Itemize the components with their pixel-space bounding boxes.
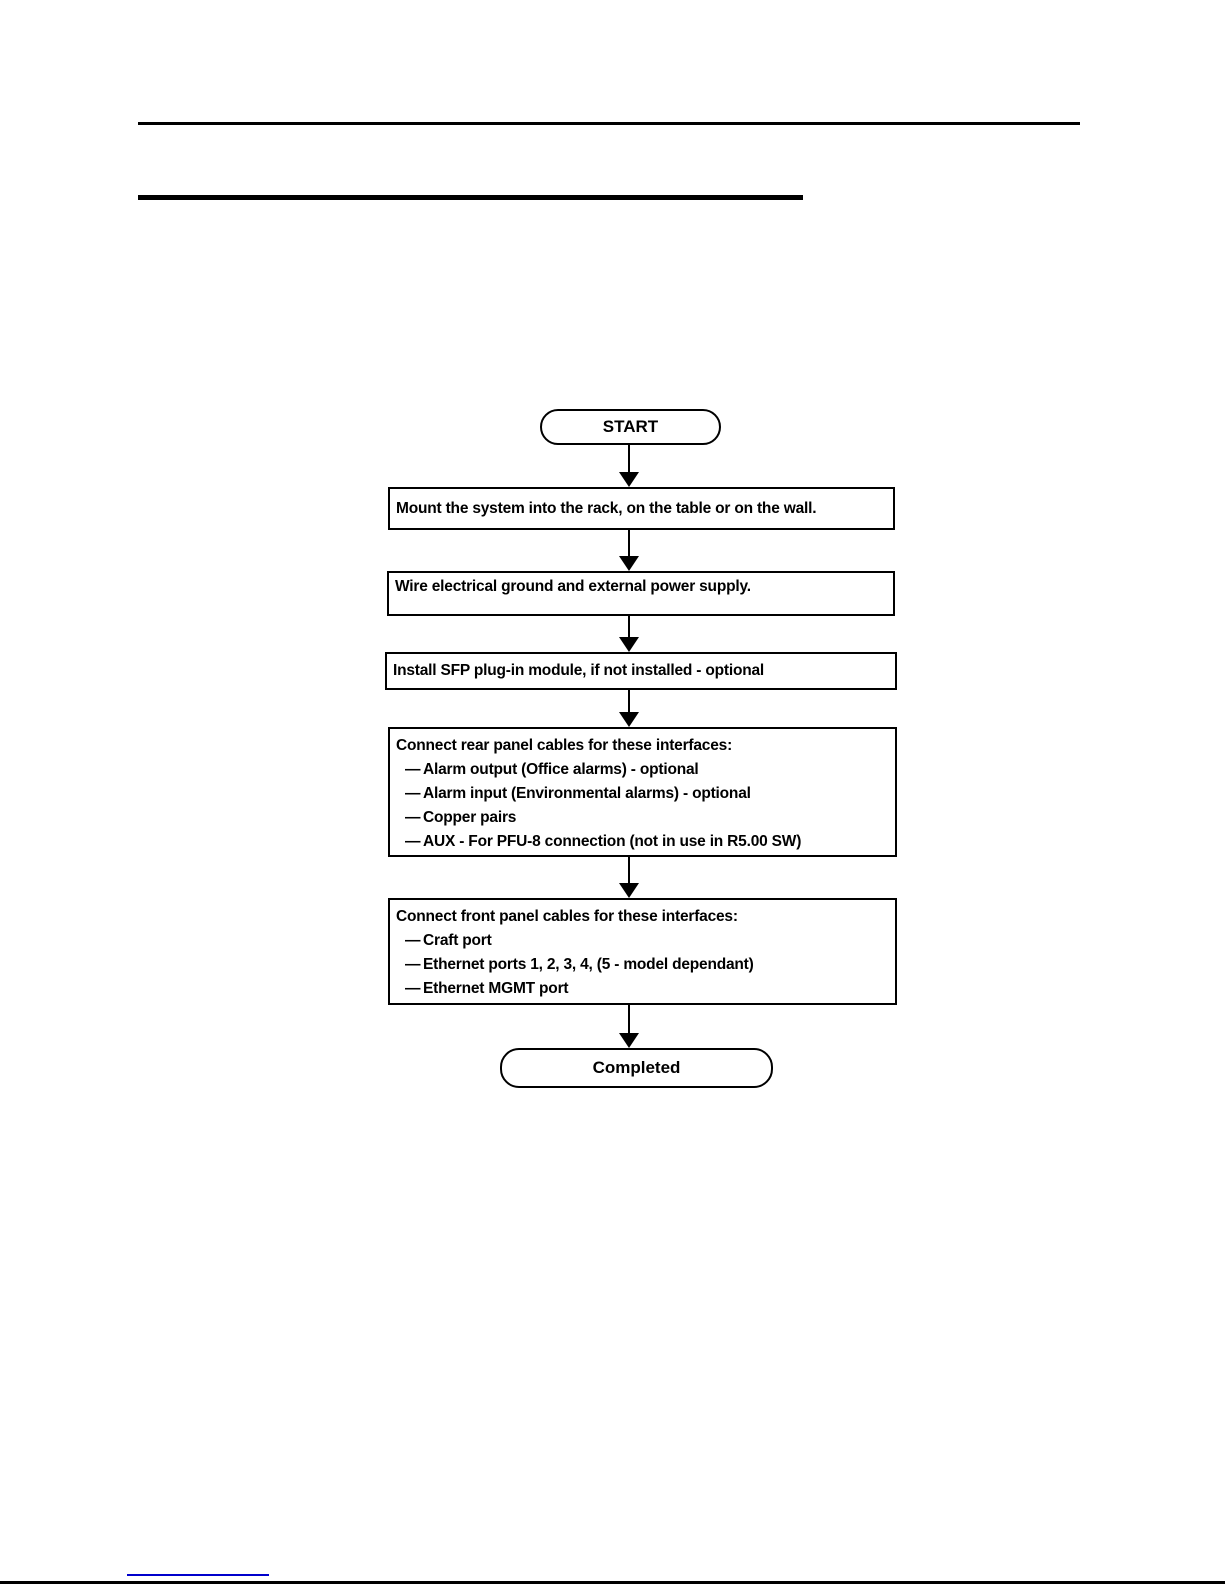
arrow-line: [628, 690, 630, 715]
step-text: Install SFP plug-in module, if not insta…: [393, 662, 765, 679]
step-item: — AUX - For PFU-8 connection (not in use…: [396, 830, 895, 854]
arrow-line: [628, 616, 630, 640]
step-item: — Alarm output (Office alarms) - optiona…: [396, 758, 895, 782]
step-item: — Alarm input (Environmental alarms) - o…: [396, 782, 895, 806]
arrow-head-icon: [619, 556, 639, 571]
header-rule: [138, 122, 1080, 125]
dash-bullet: —: [405, 956, 421, 973]
flowchart-step-mount: Mount the system into the rack, on the t…: [388, 487, 895, 530]
flowchart-step-wire-ground: Wire electrical ground and external powe…: [387, 571, 895, 616]
step-item: — Copper pairs: [396, 806, 895, 830]
dash-bullet: —: [405, 932, 421, 949]
arrow-head-icon: [619, 1033, 639, 1048]
step-item-text: Ethernet MGMT port: [423, 980, 569, 997]
arrow-line: [628, 530, 630, 559]
flowchart-end-node: Completed: [500, 1048, 773, 1088]
end-label: Completed: [592, 1058, 681, 1077]
arrow-head-icon: [619, 637, 639, 652]
step-item-text: Alarm input (Environmental alarms) - opt…: [423, 785, 751, 802]
arrow-line: [628, 1005, 630, 1036]
step-text: Mount the system into the rack, on the t…: [396, 499, 817, 517]
flow-arrow: [619, 1005, 639, 1048]
arrow-line: [628, 445, 630, 475]
page-bottom-rule: [0, 1581, 1225, 1584]
arrow-head-icon: [619, 883, 639, 898]
dash-bullet: —: [405, 833, 421, 850]
dash-bullet: —: [405, 761, 421, 778]
dash-bullet: —: [405, 980, 421, 997]
dash-bullet: —: [405, 809, 421, 826]
step-item-text: Copper pairs: [423, 809, 517, 826]
flowchart-start-node: START: [540, 409, 721, 445]
flowchart-step-rear-panel-cables: Connect rear panel cables for these inte…: [388, 727, 897, 857]
step-item-text: Craft port: [423, 932, 492, 949]
flow-arrow: [619, 445, 639, 487]
step-item: — Ethernet MGMT port: [396, 977, 895, 1001]
heading-rule: [138, 195, 803, 200]
step-title: Connect front panel cables for these int…: [396, 908, 738, 925]
footer-link-underline[interactable]: [127, 1574, 269, 1576]
step-item-text: Alarm output (Office alarms) - optional: [423, 761, 699, 778]
step-text: Wire electrical ground and external powe…: [395, 578, 751, 595]
step-item-text: Ethernet ports 1, 2, 3, 4, (5 - model de…: [423, 956, 754, 973]
flow-arrow: [619, 690, 639, 727]
flowchart-step-front-panel-cables: Connect front panel cables for these int…: [388, 898, 897, 1005]
start-label: START: [602, 417, 659, 436]
flow-arrow: [619, 857, 639, 898]
step-item: — Ethernet ports 1, 2, 3, 4, (5 - model …: [396, 953, 895, 977]
step-title: Connect rear panel cables for these inte…: [396, 737, 733, 754]
arrow-head-icon: [619, 472, 639, 487]
step-item: — Craft port: [396, 929, 895, 953]
arrow-line: [628, 857, 630, 886]
flowchart-step-install-sfp: Install SFP plug-in module, if not insta…: [385, 652, 897, 690]
flow-arrow: [619, 530, 639, 571]
flow-arrow: [619, 616, 639, 652]
arrow-head-icon: [619, 712, 639, 727]
dash-bullet: —: [405, 785, 421, 802]
step-item-text: AUX - For PFU-8 connection (not in use i…: [423, 833, 802, 850]
